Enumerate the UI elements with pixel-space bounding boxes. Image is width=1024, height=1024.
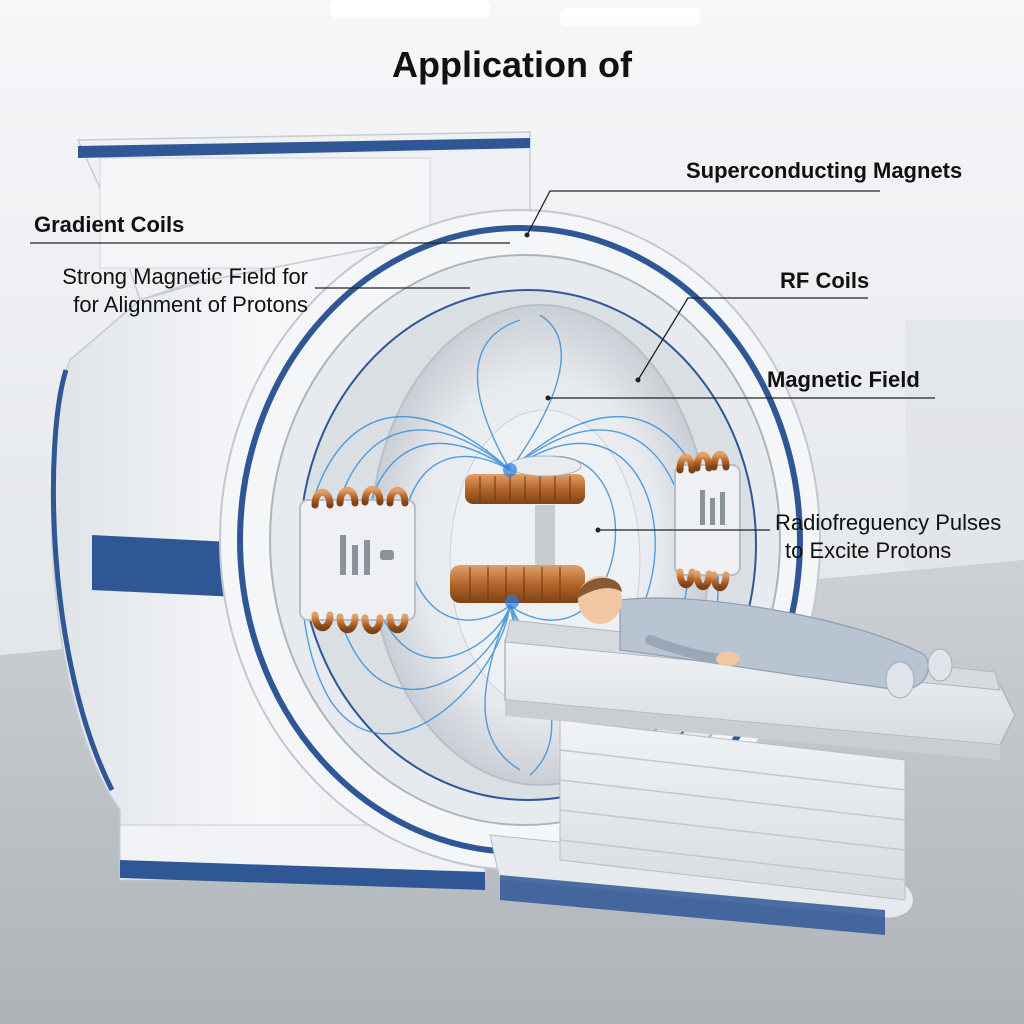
gantry-side-panel <box>50 369 115 792</box>
right-gradient-coil-module <box>674 450 741 592</box>
label-radiofrequency-pulses-line1: Radiofreguency Pulses <box>775 510 1002 535</box>
label-radiofrequency-pulses: Radiofreguency Pulses to Excite Protons <box>775 509 1001 565</box>
diagram-title: Application of <box>392 44 632 85</box>
label-radiofrequency-pulses-line2: to Excite Protons <box>785 538 952 563</box>
leader-lines <box>30 190 935 531</box>
label-rf-coils: RF Coils <box>780 268 870 293</box>
label-superconducting-magnets: Superconducting Magnets <box>686 158 963 183</box>
gantry-base-stripe <box>120 860 485 890</box>
label-strong-magnetic-field-line1: Strong Magnetic Field for <box>62 264 308 289</box>
label-strong-magnetic-field: Strong Magnetic Field for for Alignment … <box>36 263 308 319</box>
top-housing-stripe <box>78 138 530 158</box>
center-support <box>535 505 555 565</box>
field-glow <box>503 463 517 477</box>
label-gradient-coils: Gradient Coils <box>34 212 185 237</box>
wall-panel <box>905 320 1024 600</box>
label-strong-magnetic-field-line2: for Alignment of Protons <box>73 292 308 317</box>
ceiling-light <box>560 8 700 26</box>
label-magnetic-field: Magnetic Field <box>767 367 920 392</box>
leader-dots <box>524 232 641 533</box>
left-gradient-coil-module <box>299 485 416 635</box>
field-glow <box>505 595 519 609</box>
upper-center-coil <box>465 455 585 504</box>
patient <box>578 576 953 699</box>
ceiling-light <box>330 0 490 18</box>
lower-center-coil <box>450 565 585 603</box>
